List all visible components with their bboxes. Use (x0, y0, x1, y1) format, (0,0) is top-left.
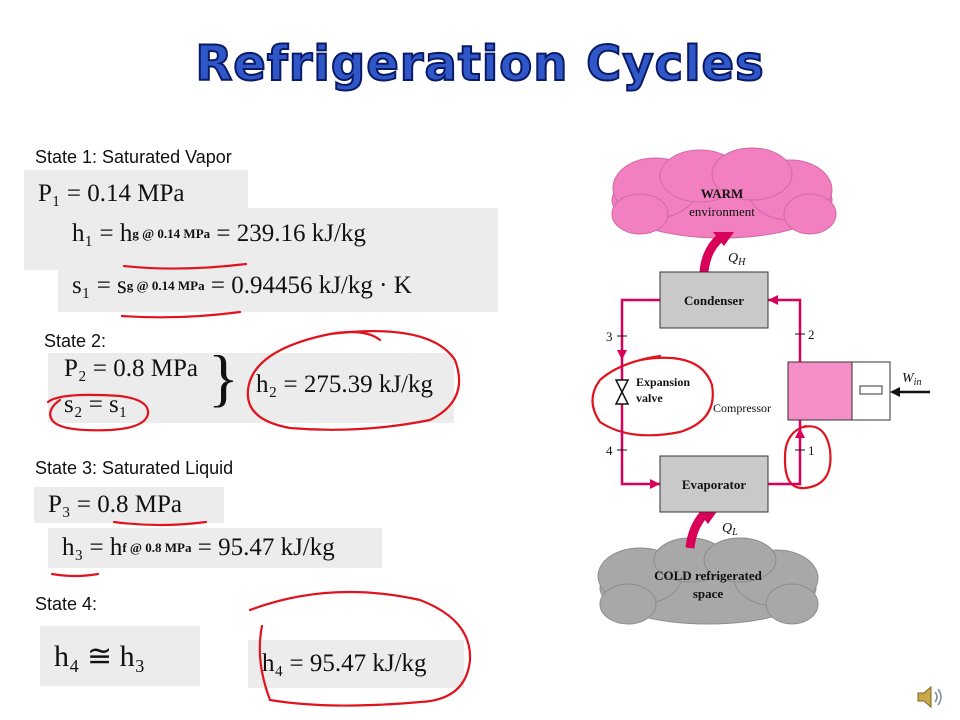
flow-arrows (617, 295, 805, 489)
arrow-into-evaporator (650, 479, 660, 489)
ql-arrow-head (697, 510, 718, 524)
circle-h2 (246, 330, 461, 431)
state-2-enthalpy-text: h₂ = 275.39 kJ/kg (256, 371, 433, 398)
page-title: Refrigeration Cycles (194, 35, 765, 93)
state-number-3: 3 (606, 329, 613, 344)
compressor-label: Compressor (713, 401, 771, 415)
qh-arrow-head (713, 232, 734, 246)
state-number-2: 2 (808, 327, 815, 342)
state-3-pressure-text: P₃ = 0.8 MPa (48, 491, 182, 518)
compressor-body (787, 361, 853, 421)
state-1-entropy-rhs: = 0.94456 kJ/kg · K (210, 272, 412, 299)
warm-label-line1: WARM (701, 186, 744, 201)
warm-label-line2: environment (689, 204, 755, 219)
state-2-brace: } (208, 342, 239, 413)
pipe-compressor-to-condenser (768, 298, 802, 362)
arrow-down-line3 (617, 350, 627, 360)
state-4-enthalpy-text: h₄ = 95.47 kJ/kg (262, 650, 427, 677)
state-3-label: State 3: Saturated Liquid (35, 458, 234, 478)
state-1-enthalpy-lhs: h₁ = h (72, 220, 133, 247)
state-3-enthalpy-rhs: = 95.47 kJ/kg (197, 534, 335, 561)
qh-heat-arrow (699, 234, 724, 273)
condenser-box (659, 271, 769, 329)
state-4-label: State 4: (35, 594, 98, 614)
state-1-entropy-lhs: s₁ = s (72, 272, 127, 299)
state-2-pressure-text: P₂ = 0.8 MPa (64, 355, 198, 382)
circle-h4 (248, 590, 472, 707)
underline-h3 (50, 572, 100, 578)
condenser-label: Condenser (684, 293, 744, 308)
state-3-enthalpy-lhs: h₃ = h (62, 534, 123, 561)
pipe-valve-to-evaporator (620, 404, 660, 486)
state-1-enthalpy-sub: g @ 0.14 MPa (132, 226, 211, 241)
state-number-4: 4 (606, 443, 613, 458)
win-label: Win (902, 371, 921, 388)
state-1-enthalpy-rhs: = 239.16 kJ/kg (216, 220, 366, 247)
state-number-1: 1 (808, 443, 815, 458)
qh-label: QH (728, 251, 746, 268)
cold-label-line2: space (693, 586, 724, 601)
expansion-valve-icon (614, 379, 630, 405)
cold-label-line1: COLD refrigerated (654, 568, 762, 583)
state-4-approx-eq: h₄ ≅ h₃ (40, 626, 200, 686)
expansion-label-line2: valve (636, 391, 663, 405)
state-3-enthalpy-sub: f @ 0.8 MPa (122, 540, 192, 555)
circle-state-1 (783, 424, 832, 490)
pipe-evaporator-to-compressor (768, 420, 802, 486)
work-arrow-head (890, 387, 900, 397)
evaporator-box (659, 455, 769, 513)
ql-label: QL (722, 521, 738, 538)
pipe-condenser-to-valve (620, 298, 660, 380)
compressor-piston-rod (859, 385, 883, 395)
warm-environment-cloud (611, 147, 837, 239)
arrow-up-line1 (795, 428, 805, 438)
arrow-into-condenser (768, 295, 778, 305)
state-1-entropy-sub: g @ 0.14 MPa (126, 278, 205, 293)
expansion-label-line1: Expansion (636, 375, 690, 389)
underline-p3 (112, 520, 208, 527)
speaker-icon[interactable] (916, 684, 946, 710)
state-4-enthalpy-eq: h₄ = 95.47 kJ/kg (248, 640, 464, 688)
underline-h1 (122, 262, 248, 270)
evaporator-label: Evaporator (682, 477, 747, 492)
state-4-approx-text: h₄ ≅ h₃ (54, 639, 146, 673)
circle-s2 (46, 393, 150, 432)
underline-s1 (120, 310, 242, 319)
state-2-label: State 2: (44, 331, 107, 351)
state-3-pressure-eq: P₃ = 0.8 MPa (34, 487, 224, 523)
state-1-label: State 1: Saturated Vapor (35, 147, 232, 167)
state-1-pressure-text: P₁ = 0.14 MPa (38, 180, 185, 207)
circle-expansion-valve (591, 354, 714, 437)
cold-space-cloud (597, 537, 819, 625)
